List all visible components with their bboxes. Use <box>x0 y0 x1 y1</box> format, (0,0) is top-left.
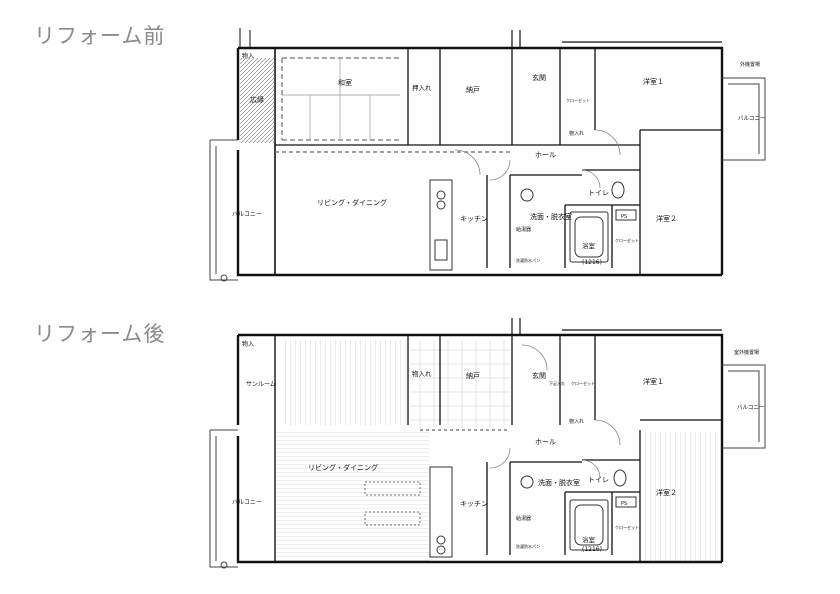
room-closet-genkan: クローゼット <box>571 380 595 386</box>
room-oshiire: 物入れ <box>412 369 432 378</box>
room-balcony-right: バルコニー <box>738 115 765 122</box>
room-monoire-small: 物入れ <box>569 418 584 425</box>
dining-table-after <box>364 481 421 526</box>
room-toilet: トイレ <box>588 189 609 197</box>
balcony-left-before <box>209 139 238 282</box>
walls-after <box>236 318 724 564</box>
doors-before <box>454 129 621 189</box>
room-gaiki: 室外機置場 <box>734 349 759 356</box>
room-yokushitsu: 浴室 <box>582 241 596 250</box>
room-veranda: 広縁 <box>250 95 264 104</box>
room-gaiki: 外機置場 <box>740 61 760 68</box>
room-washpan: 洗濯防水パン <box>516 543 540 549</box>
room-genkan: 玄関 <box>532 371 546 380</box>
balcony-right-before <box>722 77 766 161</box>
heading-after: リフォーム後 <box>34 322 166 346</box>
kitchen-counter-before <box>429 179 453 271</box>
room-hall: ホール <box>535 438 556 446</box>
room-hall: ホール <box>535 151 556 159</box>
sunroom-floor <box>282 340 410 425</box>
room-sentaku: 洗面・脱衣室 <box>530 212 572 221</box>
room-living: リビング・ダイニング <box>308 463 378 472</box>
balcony-right-after <box>722 364 766 449</box>
room-yokushitsu: 浴室 <box>582 535 596 544</box>
room-closet-genkan: クローゼット <box>566 97 590 103</box>
room-ps: PS <box>621 214 627 220</box>
room-washitsu: 和室 <box>338 78 352 87</box>
veranda-hatch <box>240 58 275 143</box>
room-balcony-left: バルコニー <box>232 499 262 506</box>
room-monoire-small: 物入れ <box>569 130 584 137</box>
room-genkan: 玄関 <box>532 73 546 82</box>
kitchen-counter-after <box>429 466 453 558</box>
doors-after <box>489 344 621 479</box>
room-youshitsu1: 洋室１ <box>643 77 664 86</box>
fixtures-before <box>520 181 637 263</box>
room-balcony-right: バルコニー <box>737 404 764 411</box>
room-bath-size: (1216) <box>582 259 602 266</box>
interior-walls-before <box>275 48 722 275</box>
room-bath-size: (1216) <box>582 546 602 553</box>
room-toilet: トイレ <box>588 476 609 484</box>
room-kyutoki: 給湯器 <box>516 515 531 522</box>
youshitsu2-floor <box>642 432 720 562</box>
room-kitchen: キッチン <box>460 215 488 223</box>
room-kyutoki: 給湯器 <box>516 226 531 233</box>
room-nando: 納戸 <box>466 85 480 94</box>
room-sentaku: 洗面・脱衣室 <box>538 478 580 487</box>
room-living: リビング・ダイニング <box>317 198 387 207</box>
room-youshitsu2: 洋室２ <box>656 488 677 497</box>
balcony-left-after <box>209 429 238 569</box>
interior-walls-after <box>407 335 722 562</box>
room-oshiire: 押入れ <box>412 83 432 92</box>
room-closet-bath: クローゼット <box>615 237 639 243</box>
room-storage-top: 物入 <box>242 340 254 348</box>
living-floor <box>276 432 430 562</box>
plan-before: 物入 広縁 和室 押入れ 納戸 玄関 クローゼット 洋室１ 外機置場 バルコニー… <box>209 28 766 282</box>
walls-before <box>236 28 724 277</box>
fixtures-after <box>520 469 637 551</box>
room-ps: PS <box>621 501 627 507</box>
storage-tiles <box>410 340 510 428</box>
labels-after: 物入 サンルーム 物入れ 納戸 玄関 下足入れ クローゼット 洋室１ 室外機置場… <box>232 340 764 553</box>
room-closet-bath: クローゼット <box>615 524 639 530</box>
room-sunroom: サンルーム <box>246 381 276 388</box>
room-storage-top: 物入 <box>242 52 254 60</box>
room-balcony-left: バルコニー <box>232 211 262 218</box>
room-kitchen: キッチン <box>460 500 488 508</box>
plan-after: 物入 サンルーム 物入れ 納戸 玄関 下足入れ クローゼット 洋室１ 室外機置場… <box>209 318 766 569</box>
room-youshitsu1: 洋室１ <box>643 377 664 386</box>
tatami-before <box>282 58 400 140</box>
room-nando: 納戸 <box>466 371 480 380</box>
room-shoes: 下足入れ <box>549 380 565 386</box>
heading-before: リフォーム前 <box>34 24 166 48</box>
room-washpan: 洗濯防水パン <box>516 257 540 263</box>
labels-before: 物入 広縁 和室 押入れ 納戸 玄関 クローゼット 洋室１ 外機置場 バルコニー… <box>232 52 765 266</box>
room-youshitsu2: 洋室２ <box>656 214 677 223</box>
